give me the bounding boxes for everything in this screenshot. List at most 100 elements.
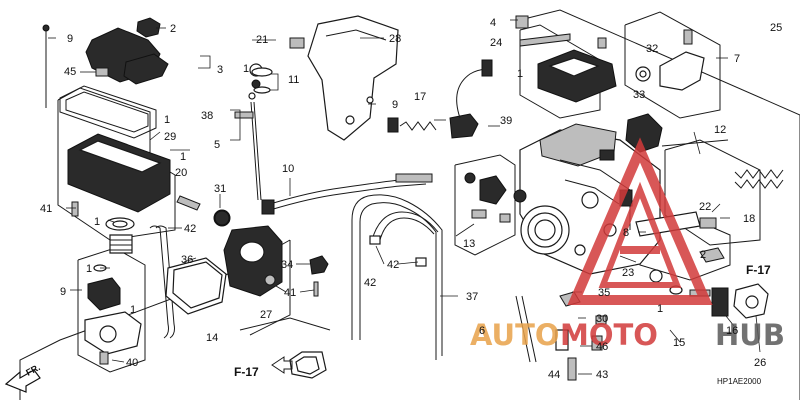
- callout-12: 12: [714, 124, 726, 136]
- vent-hose-part: [351, 194, 443, 356]
- pump-rod: [661, 139, 729, 147]
- callout-9: 9: [67, 33, 73, 45]
- callout-15: 15: [673, 337, 685, 349]
- callout-36: 36: [181, 254, 193, 266]
- frame-label-right: F-17: [746, 263, 771, 277]
- spring-part-18: [734, 169, 784, 179]
- callout-33: 33: [633, 89, 645, 101]
- callout-21: 21: [256, 34, 268, 46]
- bracket-part: [307, 15, 399, 141]
- float-chamber-group: [42, 17, 201, 365]
- callout-38: 38: [201, 110, 213, 122]
- callout-30: 30: [596, 313, 608, 325]
- callout-32: 32: [646, 43, 658, 55]
- callout-41a: 41: [40, 203, 52, 215]
- callout-11: 11: [288, 74, 299, 86]
- callout-1e: 1: [130, 304, 136, 316]
- callout-9c: 9: [392, 99, 398, 111]
- hose-part-36: [149, 225, 169, 339]
- top-cover-part: [537, 49, 617, 103]
- watermark-text-c: HUB: [715, 318, 785, 352]
- callout-24: 24: [490, 37, 502, 49]
- cover-part-b: [123, 53, 169, 85]
- callout-25: 25: [770, 22, 782, 34]
- callout-31: 31: [214, 183, 226, 195]
- screw-part-4: [515, 15, 529, 29]
- callouts: 9 2 3 45 1 29 5 1 20 41 1 9 1 1 40 42 36…: [40, 17, 782, 381]
- vent-hoses: [351, 194, 443, 360]
- callout-16: 16: [726, 325, 738, 337]
- callout-46: 46: [596, 341, 608, 353]
- callout-23: 23: [622, 267, 634, 279]
- callout-1c: 1: [94, 216, 100, 228]
- callout-20: 20: [175, 167, 187, 179]
- callout-22: 22: [699, 201, 711, 213]
- screw-part-40: [99, 351, 109, 365]
- gasket-part: [59, 85, 157, 139]
- diagram-code: HP1AE2000: [717, 377, 762, 386]
- linkage-part: [479, 175, 507, 205]
- cap-part: [136, 17, 161, 38]
- float-box-top: [78, 140, 162, 173]
- callout-41b: 41: [284, 287, 296, 299]
- callout-13: 13: [463, 238, 475, 250]
- callout-14: 14: [206, 332, 218, 344]
- spring-part-17: [399, 121, 437, 131]
- callout-2: 2: [170, 23, 176, 35]
- callout-8: 8: [623, 227, 629, 239]
- callout-1d: 1: [86, 263, 92, 275]
- callout-26: 26: [754, 357, 766, 369]
- connector-part: [309, 255, 329, 275]
- screw-part-20: [176, 195, 201, 211]
- callout-44: 44: [548, 369, 560, 381]
- callout-27: 27: [260, 309, 272, 321]
- callout-2b: 2: [700, 249, 706, 261]
- connector-clip: [271, 351, 327, 379]
- callout-37: 37: [466, 291, 478, 303]
- callout-10: 10: [282, 163, 294, 175]
- callout-4: 4: [490, 17, 496, 29]
- rod-tip: [42, 24, 50, 32]
- carburetor-body: [387, 15, 661, 275]
- callout-18: 18: [743, 213, 755, 225]
- callout-43: 43: [596, 369, 608, 381]
- pump-cover-part: [659, 51, 705, 91]
- jet-part-43: [567, 357, 577, 381]
- callout-29: 29: [164, 131, 176, 143]
- needle-group: [149, 63, 329, 339]
- callout-1b: 1: [180, 151, 186, 163]
- callout-17: 17: [414, 91, 426, 103]
- gasket-inner: [65, 91, 149, 133]
- frame-label-left: F-17: [234, 365, 259, 379]
- callout-42c: 42: [364, 277, 376, 289]
- callout-5: 5: [214, 139, 220, 151]
- watermark-triangle: [567, 137, 713, 305]
- callout-42a: 42: [184, 223, 196, 235]
- cable-group: [214, 15, 433, 226]
- float-box-part: [67, 133, 171, 213]
- sensor-part: [449, 113, 479, 139]
- callout-39: 39: [500, 115, 512, 127]
- callout-1: 1: [164, 114, 170, 126]
- pump-diaphragm: [625, 113, 663, 153]
- leader-lines: [48, 19, 761, 375]
- arrow-part: [271, 356, 293, 374]
- diaphragm-part: [87, 277, 121, 311]
- screw-part-21: [289, 37, 305, 49]
- callout-40: 40: [126, 357, 138, 369]
- cable-end: [261, 199, 275, 215]
- watermark-text-a: AUTO: [470, 318, 560, 352]
- bolt-part-41: [71, 201, 79, 217]
- callout-7: 7: [734, 53, 740, 65]
- front-label: FR.: [24, 362, 41, 378]
- callout-28: 28: [389, 33, 401, 45]
- callout-9b: 9: [60, 286, 66, 298]
- callout-35: 35: [598, 287, 610, 299]
- callout-6: 6: [479, 325, 485, 337]
- front-arrow-icon: FR.: [4, 362, 42, 393]
- cable-part: [269, 177, 427, 205]
- callout-34: 34: [281, 259, 293, 271]
- callout-3: 3: [217, 64, 223, 76]
- callout-1g: 1: [517, 68, 523, 80]
